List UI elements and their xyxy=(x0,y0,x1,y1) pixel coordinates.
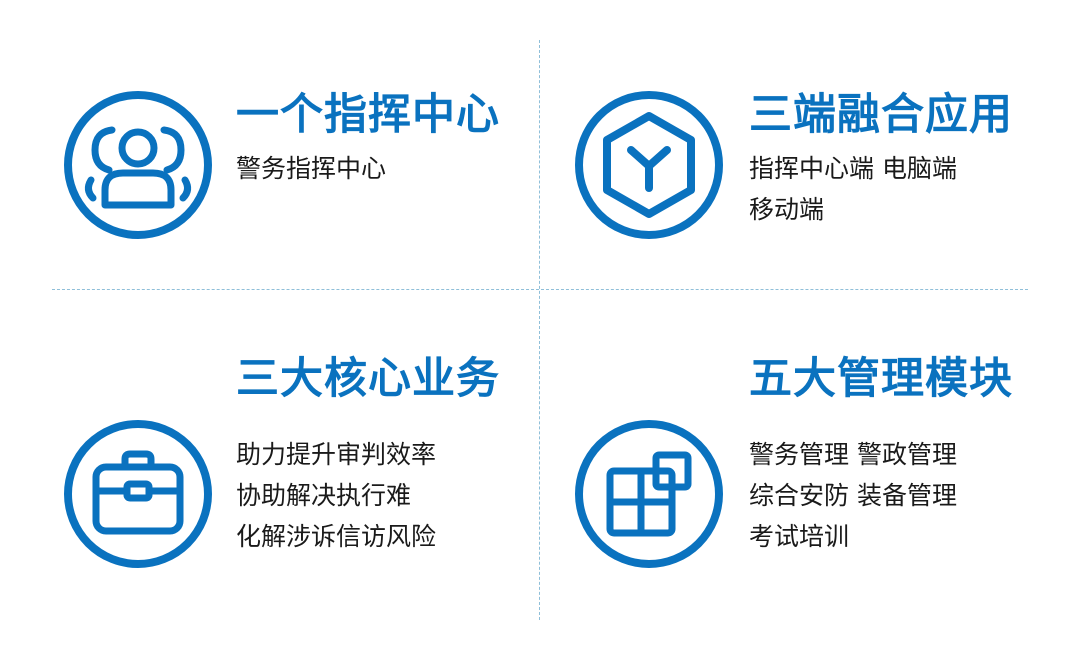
desc-line: 化解涉诉信访风险 xyxy=(236,522,437,551)
briefcase-icon xyxy=(63,419,213,569)
title-management-modules: 五大管理模块 xyxy=(749,354,1013,404)
horizontal-divider xyxy=(52,289,1028,290)
desc-command-center: 警务指挥中心 xyxy=(236,148,386,189)
title-core-business: 三大核心业务 xyxy=(236,354,500,404)
modules-grid-icon xyxy=(574,419,724,569)
desc-line: 警务指挥中心 xyxy=(236,154,387,183)
desc-three-terminals: 指挥中心端 电脑端 移动端 xyxy=(749,148,957,230)
title-command-center: 一个指挥中心 xyxy=(236,90,500,140)
desc-line: 指挥中心端 电脑端 xyxy=(749,154,957,183)
title-three-terminals: 三端融合应用 xyxy=(749,90,1013,140)
hexagon-y-icon xyxy=(574,90,724,240)
desc-core-business: 助力提升审判效率 协助解决执行难 化解涉诉信访风险 xyxy=(236,434,436,557)
desc-line: 考试培训 xyxy=(749,522,850,551)
desc-line: 警务管理 警政管理 xyxy=(749,440,957,469)
desc-line: 协助解决执行难 xyxy=(236,481,412,510)
people-group-icon xyxy=(63,90,213,240)
desc-management-modules: 警务管理 警政管理 综合安防 装备管理 考试培训 xyxy=(749,434,957,557)
vertical-divider xyxy=(539,40,540,620)
desc-line: 移动端 xyxy=(749,195,825,224)
desc-line: 助力提升审判效率 xyxy=(236,440,437,469)
desc-line: 综合安防 装备管理 xyxy=(749,481,957,510)
